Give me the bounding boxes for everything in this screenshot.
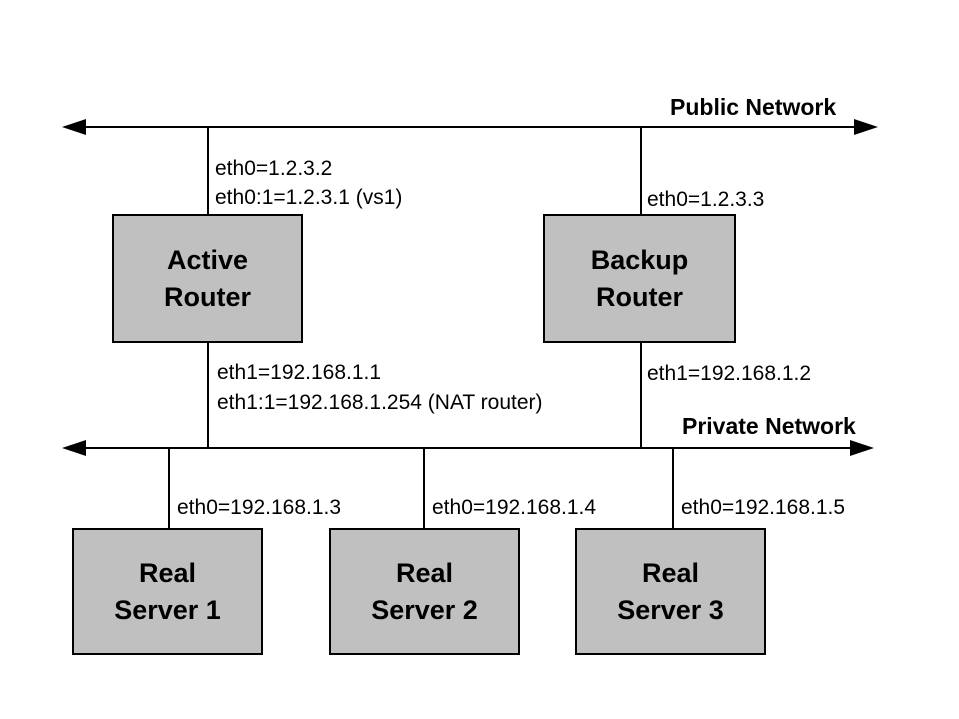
connector-backup-router-private xyxy=(640,342,642,448)
active-router-eth1-label: eth1=192.168.1.1 xyxy=(217,361,382,384)
backup-router-eth0-label: eth0=1.2.3.3 xyxy=(647,188,765,211)
connector-active-router-public xyxy=(207,127,209,215)
real-server-3-eth0-label: eth0=192.168.1.5 xyxy=(681,496,846,519)
connector-real-server-2 xyxy=(423,448,425,529)
real-server-1-eth0-label: eth0=192.168.1.3 xyxy=(177,496,342,519)
private-network-line xyxy=(70,447,866,449)
connector-backup-router-public xyxy=(640,127,642,215)
arrow-left-icon xyxy=(62,440,86,456)
real-server-2-eth0-label: eth0=192.168.1.4 xyxy=(432,496,597,519)
active-router-eth0-label: eth0=1.2.3.2 xyxy=(215,157,333,180)
public-network-line xyxy=(70,126,870,128)
connector-active-router-private xyxy=(207,342,209,448)
backup-router-eth1-label: eth1=192.168.1.2 xyxy=(647,362,812,385)
active-router-eth0-alias-label: eth0:1=1.2.3.1 (vs1) xyxy=(215,186,403,209)
real-server-1-box: Real Server 1 xyxy=(72,528,263,655)
arrow-left-icon xyxy=(62,119,86,135)
arrow-right-icon xyxy=(854,119,878,135)
private-network-label: Private Network xyxy=(682,413,856,439)
active-router-box: Active Router xyxy=(112,214,303,343)
public-network-label: Public Network xyxy=(670,94,837,120)
arrow-right-icon xyxy=(850,440,874,456)
real-server-3-box: Real Server 3 xyxy=(575,528,766,655)
backup-router-box: Backup Router xyxy=(543,214,736,343)
connector-real-server-3 xyxy=(672,448,674,529)
active-router-eth1-alias-label: eth1:1=192.168.1.254 (NAT router) xyxy=(217,391,543,414)
real-server-2-box: Real Server 2 xyxy=(329,528,520,655)
connector-real-server-1 xyxy=(168,448,170,529)
